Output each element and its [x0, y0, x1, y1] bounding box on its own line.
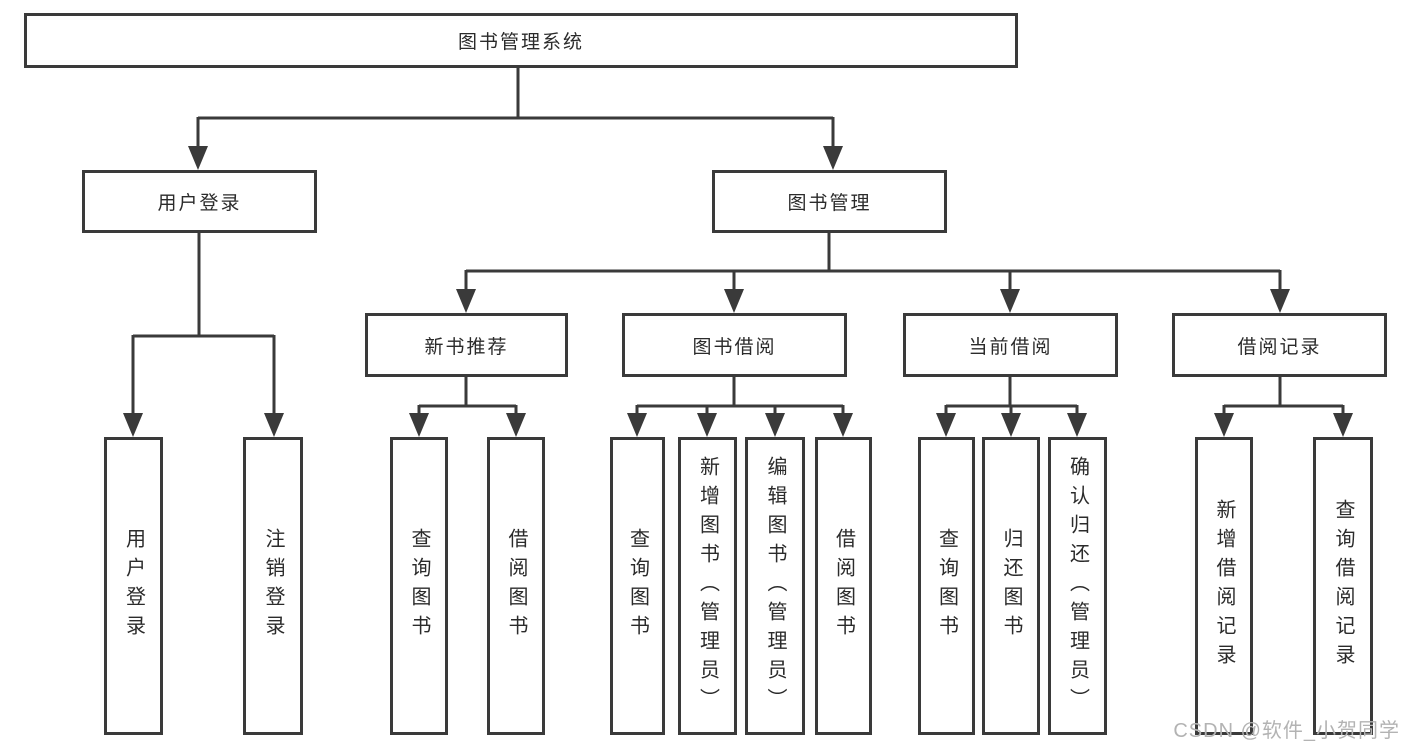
- node-leaf-edit-books-admin-label: 编辑图书（管理员）: [764, 455, 786, 717]
- node-leaf-borrow-books-2-label: 借阅图书: [832, 528, 855, 644]
- node-user-login: 用户登录: [82, 170, 317, 233]
- node-root-system: 图书管理系统: [24, 13, 1018, 68]
- node-leaf-return-books-label: 归还图书: [1000, 528, 1022, 644]
- node-leaf-user-login: 用户登录: [104, 437, 163, 735]
- node-current-borrowing: 当前借阅: [903, 313, 1118, 377]
- node-user-login-label: 用户登录: [157, 193, 242, 214]
- node-leaf-return-books: 归还图书: [982, 437, 1040, 735]
- node-leaf-add-books-admin-label: 新增图书（管理员）: [696, 455, 719, 717]
- node-borrowing-records-label: 借阅记录: [1237, 336, 1322, 358]
- node-book-borrowing: 图书借阅: [622, 313, 847, 377]
- node-leaf-query-borrow-record-label: 查询借阅记录: [1332, 499, 1354, 673]
- node-leaf-confirm-return-admin: 确认归还（管理员）: [1048, 437, 1107, 735]
- node-new-book-recommend-label: 新书推荐: [424, 336, 509, 358]
- node-book-management: 图书管理: [712, 170, 947, 233]
- node-leaf-edit-books-admin: 编辑图书（管理员）: [745, 437, 805, 735]
- node-leaf-borrow-books-1-label: 借阅图书: [505, 528, 527, 644]
- node-book-management-label: 图书管理: [787, 193, 872, 214]
- node-leaf-query-books-2-label: 查询图书: [626, 528, 649, 644]
- node-leaf-query-borrow-record: 查询借阅记录: [1313, 437, 1373, 735]
- node-leaf-add-books-admin: 新增图书（管理员）: [678, 437, 737, 735]
- node-leaf-confirm-return-admin-label: 确认归还（管理员）: [1066, 455, 1089, 717]
- node-leaf-logout: 注销登录: [243, 437, 303, 735]
- node-leaf-query-books-1: 查询图书: [390, 437, 448, 735]
- node-current-borrowing-label: 当前借阅: [968, 336, 1053, 358]
- node-leaf-query-books-3-label: 查询图书: [935, 528, 958, 644]
- node-leaf-add-borrow-record: 新增借阅记录: [1195, 437, 1253, 735]
- node-root-label: 图书管理系统: [457, 32, 584, 53]
- csdn-watermark: CSDN @软件_小贺同学: [1173, 720, 1400, 742]
- node-leaf-logout-label: 注销登录: [262, 528, 284, 644]
- node-leaf-borrow-books-1: 借阅图书: [487, 437, 545, 735]
- node-leaf-query-books-2: 查询图书: [610, 437, 665, 735]
- node-leaf-user-login-label: 用户登录: [122, 528, 145, 644]
- node-new-book-recommend: 新书推荐: [365, 313, 568, 377]
- node-leaf-query-books-3: 查询图书: [918, 437, 975, 735]
- node-leaf-query-books-1-label: 查询图书: [408, 528, 430, 644]
- node-book-borrowing-label: 图书借阅: [692, 336, 777, 358]
- node-borrowing-records: 借阅记录: [1172, 313, 1387, 377]
- node-leaf-add-borrow-record-label: 新增借阅记录: [1213, 499, 1235, 673]
- node-leaf-borrow-books-2: 借阅图书: [815, 437, 872, 735]
